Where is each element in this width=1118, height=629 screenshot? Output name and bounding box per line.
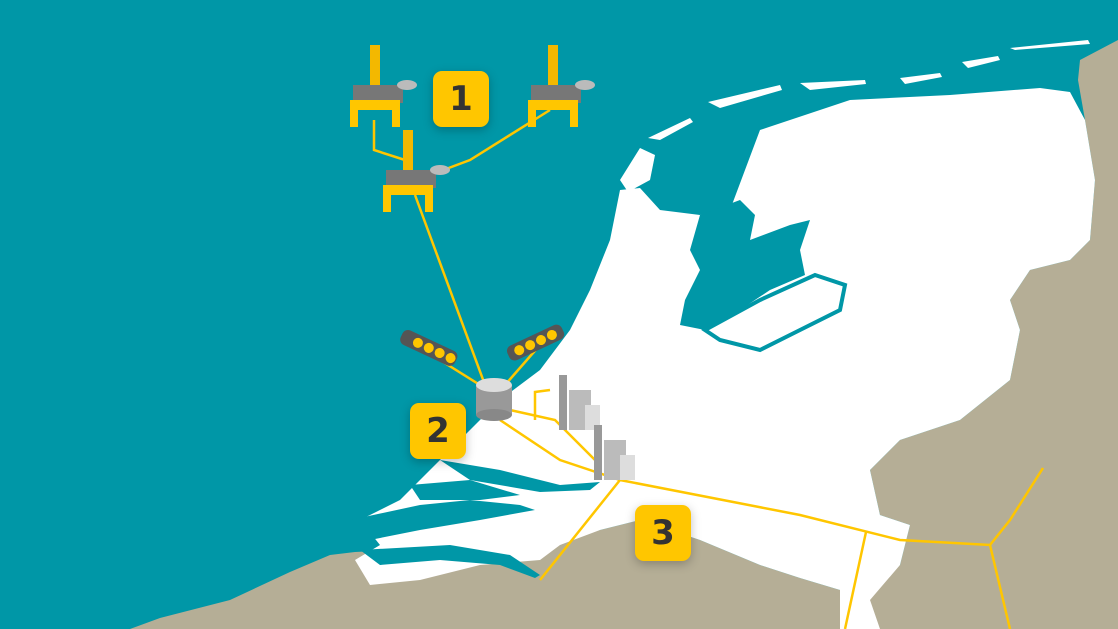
germany-land [850, 40, 1118, 629]
power-plant-icon [594, 425, 635, 480]
storage-tank-icon [476, 378, 512, 421]
zeeland-estuaries [350, 460, 600, 578]
oil-platform-icon [350, 45, 417, 127]
oil-platform-icon [528, 45, 595, 127]
wadden-islands [620, 40, 1090, 192]
lng-tanker-icon [400, 329, 458, 366]
flevoland [701, 272, 848, 353]
badge-3: 3 [635, 505, 691, 561]
belgium-land [130, 520, 880, 629]
power-plant-icon [559, 375, 600, 430]
badge-2: 2 [410, 403, 466, 459]
oil-platform-icon [383, 130, 450, 212]
ijsselmeer [680, 200, 810, 330]
badge-1: 1 [433, 71, 489, 127]
lng-tanker-icon [506, 324, 565, 361]
netherlands-land [355, 88, 1095, 629]
